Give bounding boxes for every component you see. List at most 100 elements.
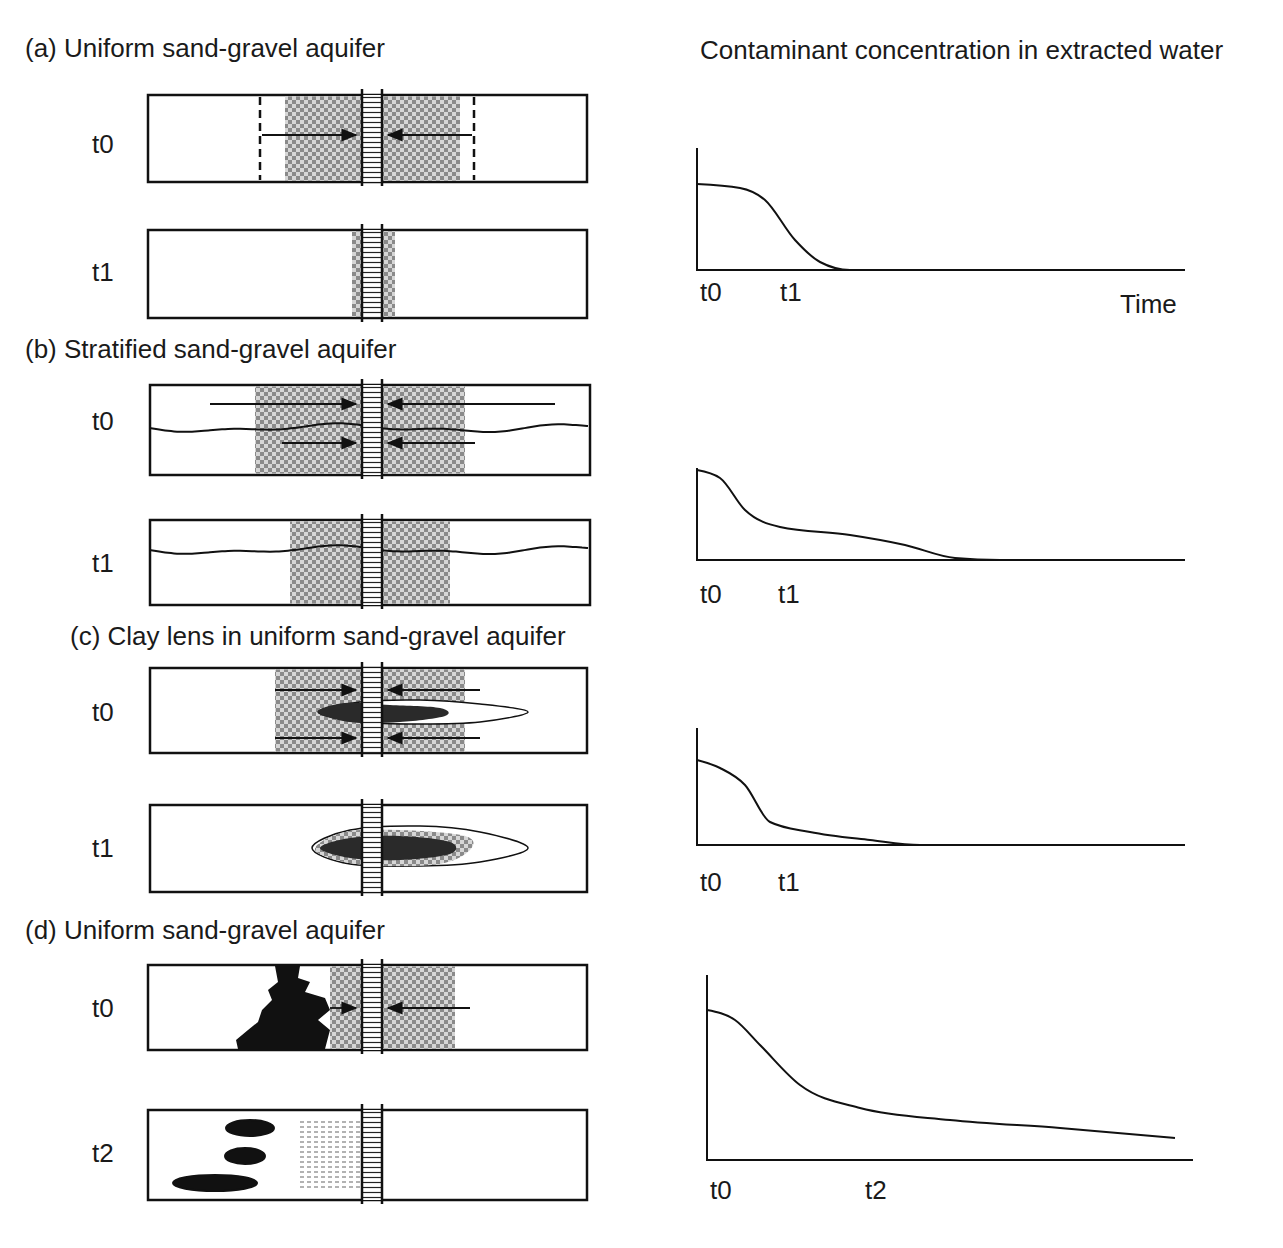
chart-axes [697,148,1185,270]
aquifer-box [150,668,587,753]
flow-arrow [388,134,472,136]
dissolution-plume [300,1131,360,1133]
residual-napl [173,1175,257,1191]
well-screen [362,385,382,475]
well-casing [361,379,364,479]
well-screen [362,805,382,892]
time-label: t2 [865,1174,887,1207]
dissolution-plume [300,1136,360,1138]
panel-title: (c) Clay lens in uniform sand-gravel aqu… [70,620,566,653]
clay-lens [312,826,528,866]
well-screen [362,965,382,1050]
clay-lens [318,703,449,723]
time-label: t1 [92,832,114,865]
well-casing [381,514,384,609]
well-casing [381,379,384,479]
well-casing [361,959,364,1054]
chart-axes [707,975,1193,1160]
flow-arrow [388,1007,470,1009]
well-casing [361,514,364,609]
concentration-curve [707,1010,1175,1138]
concentration-curve [697,184,1185,270]
residual-napl [226,1120,274,1136]
flow-arrow [388,442,475,444]
dissolution-plume [300,1121,360,1123]
capture-boundary [473,97,476,180]
aquifer-box [150,520,590,605]
well-casing [381,224,384,322]
clay-lens [320,836,456,861]
time-label: t1 [780,276,802,309]
well-casing [381,89,384,186]
flow-arrow [388,403,555,405]
time-label: t0 [700,866,722,899]
chart-title: Contaminant concentration in extracted w… [700,34,1275,67]
dissolution-plume [300,1126,360,1128]
flow-arrow [275,737,356,739]
axis-label: Time [1120,288,1177,321]
capture-boundary [259,97,262,180]
residual-napl [225,1148,265,1164]
well-casing [361,89,364,186]
time-label: t1 [778,578,800,611]
time-label: t0 [92,128,114,161]
dissolution-plume [300,1151,360,1153]
well-casing [381,1104,384,1204]
flow-arrow [210,403,356,405]
chart-axes [697,728,1185,845]
time-label: t0 [700,276,722,309]
aquifer-box [148,1110,587,1200]
well-casing [381,799,384,896]
dissolution-plume [300,1176,360,1178]
aquifer-box [150,805,587,892]
panel-title: (d) Uniform sand-gravel aquifer [25,914,385,947]
time-label: t1 [92,256,114,289]
time-label: t1 [778,866,800,899]
time-label: t0 [700,578,722,611]
well-screen [362,230,382,318]
well-screen [362,520,382,605]
dissolution-plume [300,1166,360,1168]
aquifer-box [150,385,590,475]
well-casing [361,224,364,322]
flow-arrow [275,689,356,691]
napl-source [236,966,330,1049]
contaminated-zone [255,387,465,474]
dissolution-plume [300,1141,360,1143]
dissolution-plume [300,1146,360,1148]
time-label: t1 [92,547,114,580]
flow-arrow [388,689,480,691]
concentration-curve [697,760,1185,845]
flow-arrow [262,134,356,136]
well-casing [381,662,384,757]
aquifer-box [148,230,587,318]
panel-title: (a) Uniform sand-gravel aquifer [25,32,385,65]
well-casing [361,1104,364,1204]
flow-arrow [388,737,480,739]
aquifer-box [148,95,587,182]
time-label: t0 [92,405,114,438]
well-casing [381,959,384,1054]
flow-arrow [330,1007,356,1009]
time-label: t0 [92,696,114,729]
time-label: t2 [92,1137,114,1170]
flow-arrow [282,442,356,444]
dissolution-plume [300,1156,360,1158]
dissolution-plume [300,1186,360,1188]
time-label: t0 [92,992,114,1025]
aquifer-box [148,965,587,1050]
concentration-curve [697,470,1185,560]
dissolution-plume [300,1171,360,1173]
dissolution-plume [300,1161,360,1163]
dissolution-plume [300,1181,360,1183]
well-casing [361,799,364,896]
clay-lens [315,830,474,867]
well-casing [361,662,364,757]
well-screen [362,668,382,753]
well-screen [362,1110,382,1200]
time-label: t0 [710,1174,732,1207]
clay-lens [318,700,528,724]
well-screen [362,95,382,182]
panel-title: (b) Stratified sand-gravel aquifer [25,333,396,366]
chart-axes [697,468,1185,560]
